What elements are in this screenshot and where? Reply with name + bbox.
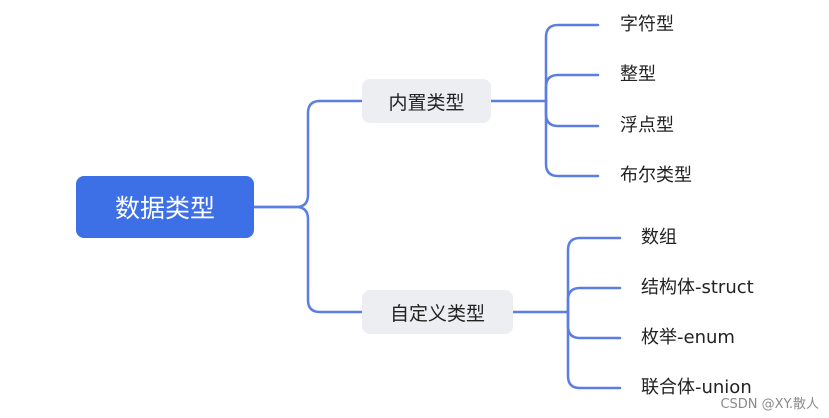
leaf-node-union[interactable]: 联合体-union (641, 377, 752, 398)
root-node-label: 数据类型 (114, 194, 215, 223)
leaf-node-float[interactable]: 浮点型 (620, 115, 674, 136)
connector-branch-0-leaf-1 (544, 73, 600, 103)
connector-branch-0-leaf-0 (544, 23, 600, 103)
connector-branch-1-leaf-3 (566, 310, 622, 390)
connector-branch-0-leaf-2 (544, 99, 600, 128)
leaf-node-struct[interactable]: 结构体-struct (641, 277, 754, 298)
connector-branch-1-leaf-1 (566, 286, 622, 314)
branch-node-label: 内置类型 (388, 91, 465, 114)
connector-branch-1-leaf-0 (566, 236, 622, 314)
root-node[interactable]: 数据类型 (76, 176, 254, 238)
connector-root-branch-1 (252, 205, 364, 314)
leaf-node-bool[interactable]: 布尔类型 (620, 165, 692, 186)
leaf-node-int[interactable]: 整型 (620, 64, 656, 85)
branch-node-custom-types[interactable]: 自定义类型 (362, 290, 513, 334)
connector-root-branch-0 (252, 99, 364, 209)
leaf-node-char[interactable]: 字符型 (620, 14, 674, 35)
leaf-node-enum[interactable]: 枚举-enum (641, 327, 735, 348)
connector-branch-1-leaf-2 (566, 310, 622, 340)
branch-node-builtin-types[interactable]: 内置类型 (362, 79, 491, 123)
branch-node-label: 自定义类型 (389, 302, 485, 325)
watermark: CSDN @XY.散人 (720, 397, 819, 412)
leaf-node-array[interactable]: 数组 (641, 227, 677, 248)
connector-branch-0-leaf-3 (544, 99, 600, 178)
